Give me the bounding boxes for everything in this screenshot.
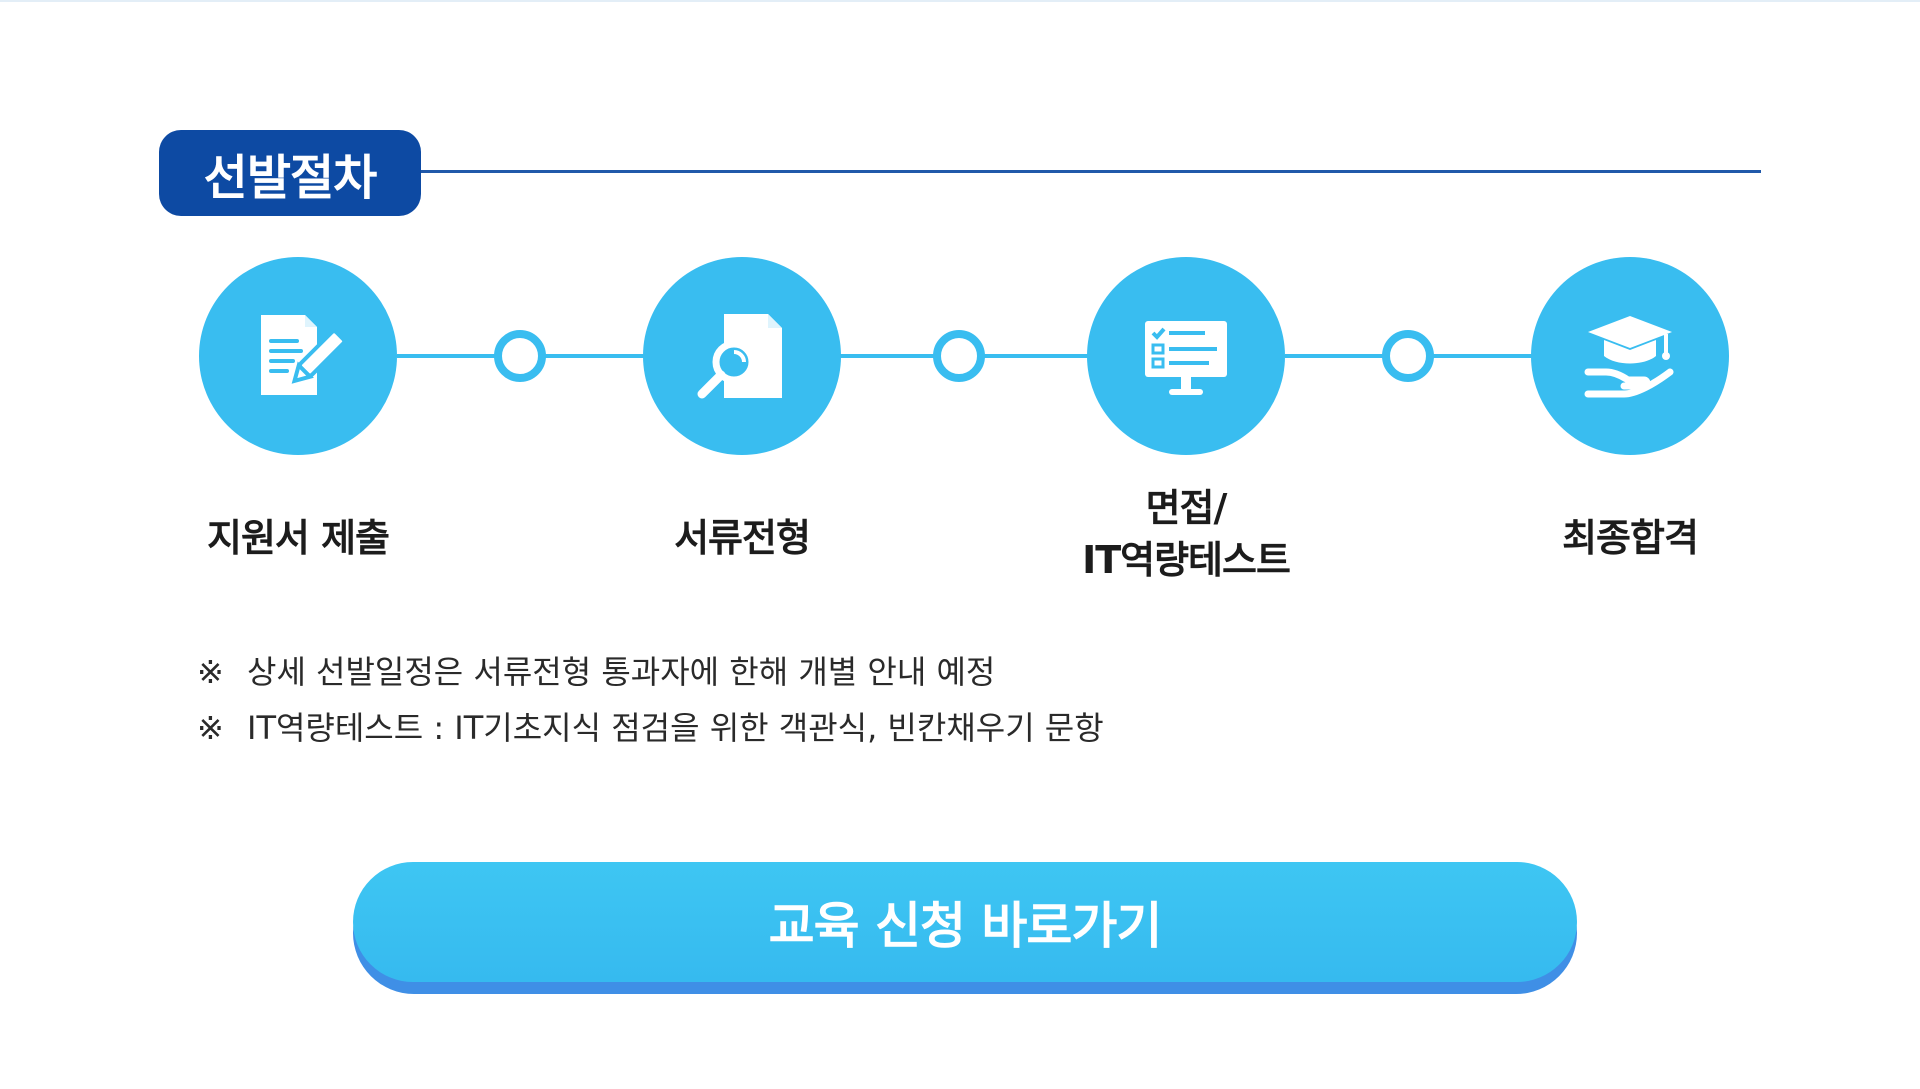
step-circle-screening	[643, 257, 841, 455]
apply-button[interactable]: 교육 신청 바로가기	[353, 862, 1577, 982]
step-dot	[933, 330, 985, 382]
step-label-screening: 서류전형	[674, 516, 811, 560]
step-circle-interview	[1087, 257, 1285, 455]
notes-list: ※ 상세 선발일정은 서류전형 통과자에 한해 개별 안내 예정 ※ IT역량테…	[197, 644, 1104, 756]
step-label-application: 지원서 제출	[206, 516, 390, 560]
note-text: 상세 선발일정은 서류전형 통과자에 한해 개별 안내 예정	[247, 653, 996, 691]
note-mark: ※	[197, 653, 224, 691]
document-edit-icon	[261, 315, 343, 395]
monitor-checklist-icon	[1145, 321, 1227, 395]
step-circle-final	[1531, 257, 1729, 455]
top-border	[0, 0, 1920, 2]
step-dot	[1382, 330, 1434, 382]
note-text: IT역량테스트 : IT기초지식 점검을 위한 객관식, 빈칸채우기 문항	[247, 709, 1104, 747]
note-item: ※ 상세 선발일정은 서류전형 통과자에 한해 개별 안내 예정	[197, 644, 1104, 700]
step-label-interview: 면접/ IT역량테스트	[1082, 486, 1291, 582]
note-item: ※ IT역량테스트 : IT기초지식 점검을 위한 객관식, 빈칸채우기 문항	[197, 700, 1104, 756]
note-mark: ※	[197, 709, 224, 747]
step-dot	[494, 330, 546, 382]
section-divider	[421, 170, 1761, 173]
step-circle-application	[199, 257, 397, 455]
section-title-badge: 선발절차	[159, 130, 421, 216]
document-search-icon	[697, 314, 782, 399]
step-label-final: 최종합격	[1562, 516, 1699, 560]
graduation-cap-hand-icon	[1584, 316, 1674, 398]
